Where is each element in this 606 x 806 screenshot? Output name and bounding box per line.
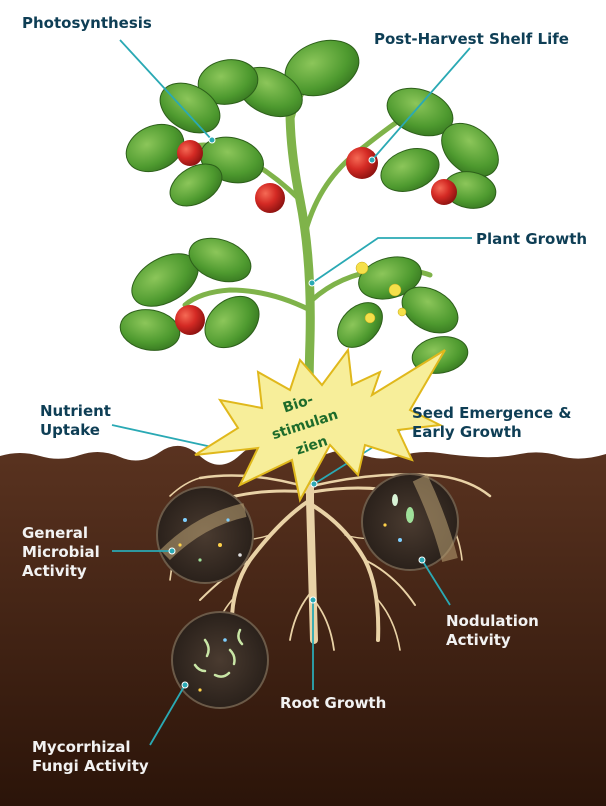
label-mycorrhizal-fungi-activity: Mycorrhizal Fungi Activity bbox=[32, 738, 149, 776]
label-nutrient-uptake: Nutrient Uptake bbox=[40, 402, 111, 440]
label-photosynthesis: Photosynthesis bbox=[22, 14, 152, 33]
label-nodulation-activity: Nodulation Activity bbox=[446, 612, 539, 650]
mycorrhizal-circle bbox=[172, 612, 268, 708]
label-seed-emergence: Seed Emergence & Early Growth bbox=[412, 404, 572, 442]
leader-nutrient bbox=[112, 425, 212, 447]
label-plant-growth: Plant Growth bbox=[476, 230, 587, 249]
label-general-microbial-activity: General Microbial Activity bbox=[22, 524, 100, 581]
label-post-harvest-shelf-life: Post-Harvest Shelf Life bbox=[374, 30, 569, 49]
nodulation-circle bbox=[362, 474, 458, 570]
label-root-growth: Root Growth bbox=[280, 694, 386, 713]
microbial-circle bbox=[157, 487, 253, 583]
